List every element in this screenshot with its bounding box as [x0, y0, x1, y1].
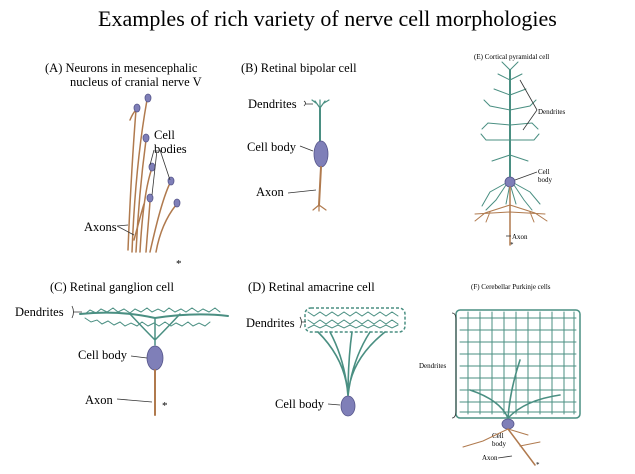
panel-a-cell-body: [146, 193, 154, 203]
panel-f-cell-body: [501, 418, 515, 430]
panel-a-cell-label: Cell: [154, 128, 175, 142]
panel-d-dendrites-label: Dendrites: [246, 316, 295, 330]
panel-f-axon-label: Axon: [482, 454, 498, 462]
panel-e-cell-label: Cell: [538, 168, 550, 176]
panel-a-bodies-label: bodies: [154, 142, 187, 156]
panel-c-dendrites-label: Dendrites: [15, 305, 64, 319]
panel-f-purkinje-cells: [451, 309, 581, 466]
panel-a-cell-body: [144, 93, 152, 103]
panel-e-body-label: body: [538, 176, 552, 184]
page-title: Examples of rich variety of nerve cell m…: [98, 6, 557, 31]
panel-e-cell-body: [504, 176, 516, 188]
panel-f-cell-label: Cell: [492, 432, 504, 440]
panel-d-cell-body: [340, 395, 356, 417]
panel-c-ganglion-cell: [71, 305, 229, 416]
panel-a-axons-label: Axons: [84, 220, 117, 234]
panel-b-axon-label: Axon: [256, 185, 284, 199]
panel-a-cell-body: [142, 133, 150, 143]
panel-e-axon-label: Axon: [512, 233, 528, 241]
panel-f-body-label: body: [492, 440, 506, 448]
panel-c-cell-body-label: Cell body: [78, 348, 127, 362]
panel-b-dendrites-label: Dendrites: [248, 97, 297, 111]
panel-d-title: (D) Retinal amacrine cell: [248, 280, 375, 294]
panel-c-asterisk: *: [162, 400, 168, 412]
panel-f-dendrites-label: Dendrites: [419, 362, 447, 370]
panel-b-bipolar-cell: [287, 99, 330, 212]
panel-a-asterisk: *: [176, 258, 182, 270]
panel-b-cell-body: [313, 140, 329, 168]
panel-d-amacrine-cell: [299, 307, 406, 417]
panel-a-cell-body: [173, 198, 181, 208]
panel-e-pyramidal-cell: [474, 61, 548, 246]
panel-a-neurons: [116, 93, 181, 253]
panel-c-title: (C) Retinal ganglion cell: [50, 280, 174, 294]
panel-e-dendrites-label: Dendrites: [538, 108, 566, 116]
panel-c-axon-label: Axon: [85, 393, 113, 407]
panel-a-title-line2: nucleus of cranial nerve V: [70, 75, 202, 89]
panel-b-title: (B) Retinal bipolar cell: [241, 61, 357, 75]
panel-d-cell-body-label: Cell body: [275, 397, 324, 411]
panel-f-asterisk: *: [536, 461, 540, 469]
panel-a-cell-body: [133, 103, 141, 113]
panel-e-asterisk: *: [510, 241, 514, 249]
panel-f-title: (F) Cerebellar Purkinje cells: [471, 283, 551, 291]
panel-a-cell-body: [167, 176, 175, 186]
panel-e-title: (E) Cortical pyramidal cell: [474, 53, 550, 61]
panel-c-cell-body: [146, 345, 164, 371]
panel-a-title-line1: (A) Neurons in mesencephalic: [45, 61, 198, 75]
panel-b-cell-body-label: Cell body: [247, 140, 296, 154]
